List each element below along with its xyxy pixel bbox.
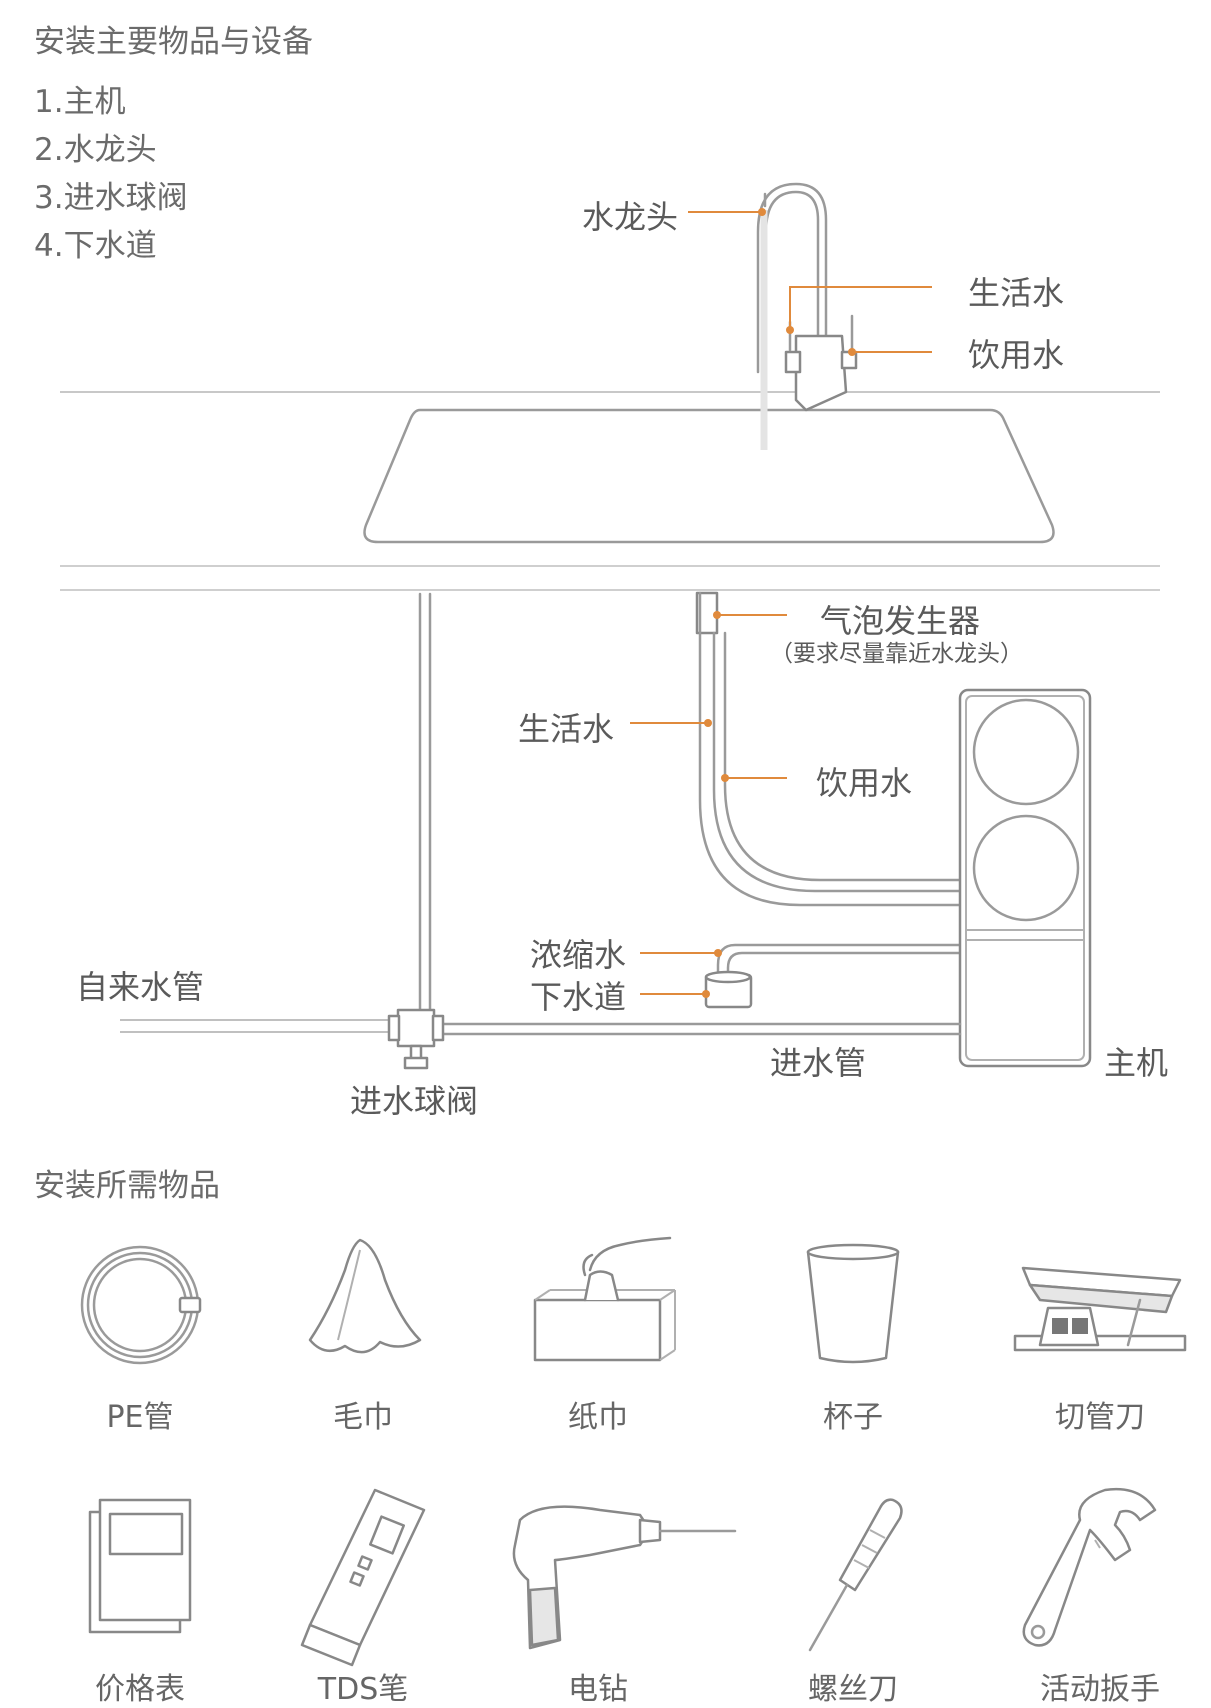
- tool-label-cup: 杯子: [823, 1400, 883, 1435]
- section-title-tools: 安装所需物品: [34, 1168, 220, 1204]
- label-inlet-valve: 进水球阀: [350, 1082, 479, 1120]
- label-drain: 下水道: [530, 978, 627, 1016]
- drinking-water-pipe: [712, 631, 962, 893]
- tool-label-towel: 毛巾: [333, 1400, 393, 1435]
- equipment-item-4: 4.下水道: [34, 228, 157, 264]
- equipment-list: 1.主机 2.水龙头 3.进水球阀 4.下水道: [34, 78, 188, 270]
- tool-label-screwdriver: 螺丝刀: [808, 1672, 898, 1707]
- label-faucet: 水龙头: [582, 198, 679, 236]
- label-domestic-water: 生活水: [518, 710, 615, 748]
- equipment-item-3: 3.进水球阀: [34, 180, 188, 216]
- domestic-water-pipe: [698, 591, 962, 907]
- section-title-equipment: 安装主要物品与设备: [34, 24, 313, 60]
- sink-basin: [363, 408, 1055, 544]
- label-domestic-water-top: 生活水: [968, 274, 1065, 312]
- tool-label-pipe-cutter: 切管刀: [1055, 1400, 1145, 1435]
- tool-label-price-list: 价格表: [95, 1672, 185, 1707]
- label-concentrate: 浓缩水: [530, 936, 627, 974]
- label-tap-pipe: 自来水管: [76, 968, 205, 1006]
- ball-valve-icon: [387, 1008, 445, 1070]
- tool-label-tissue: 纸巾: [568, 1400, 628, 1435]
- equipment-item-1: 1.主机: [34, 84, 126, 120]
- label-drinking-water-top: 饮用水: [968, 336, 1065, 374]
- tool-label-pe-pipe: PE管: [106, 1400, 174, 1435]
- label-drinking-water: 饮用水: [816, 764, 913, 802]
- main-unit-icon: [958, 688, 1092, 1068]
- label-bubble-generator: 气泡发生器: [820, 602, 981, 640]
- tool-label-tds-pen: TDS笔: [317, 1672, 409, 1707]
- tool-label-drill: 电钻: [568, 1672, 628, 1707]
- drinking-water-pipe-2: [723, 631, 962, 882]
- label-main-unit: 主机: [1104, 1044, 1169, 1082]
- label-bubble-note: （要求尽量靠近水龙头）: [770, 641, 1023, 667]
- equipment-item-2: 2.水龙头: [34, 132, 157, 168]
- label-inlet-pipe: 进水管: [770, 1044, 867, 1082]
- concentrate-pipe: [716, 943, 962, 987]
- tool-label-wrench: 活动扳手: [1040, 1672, 1160, 1707]
